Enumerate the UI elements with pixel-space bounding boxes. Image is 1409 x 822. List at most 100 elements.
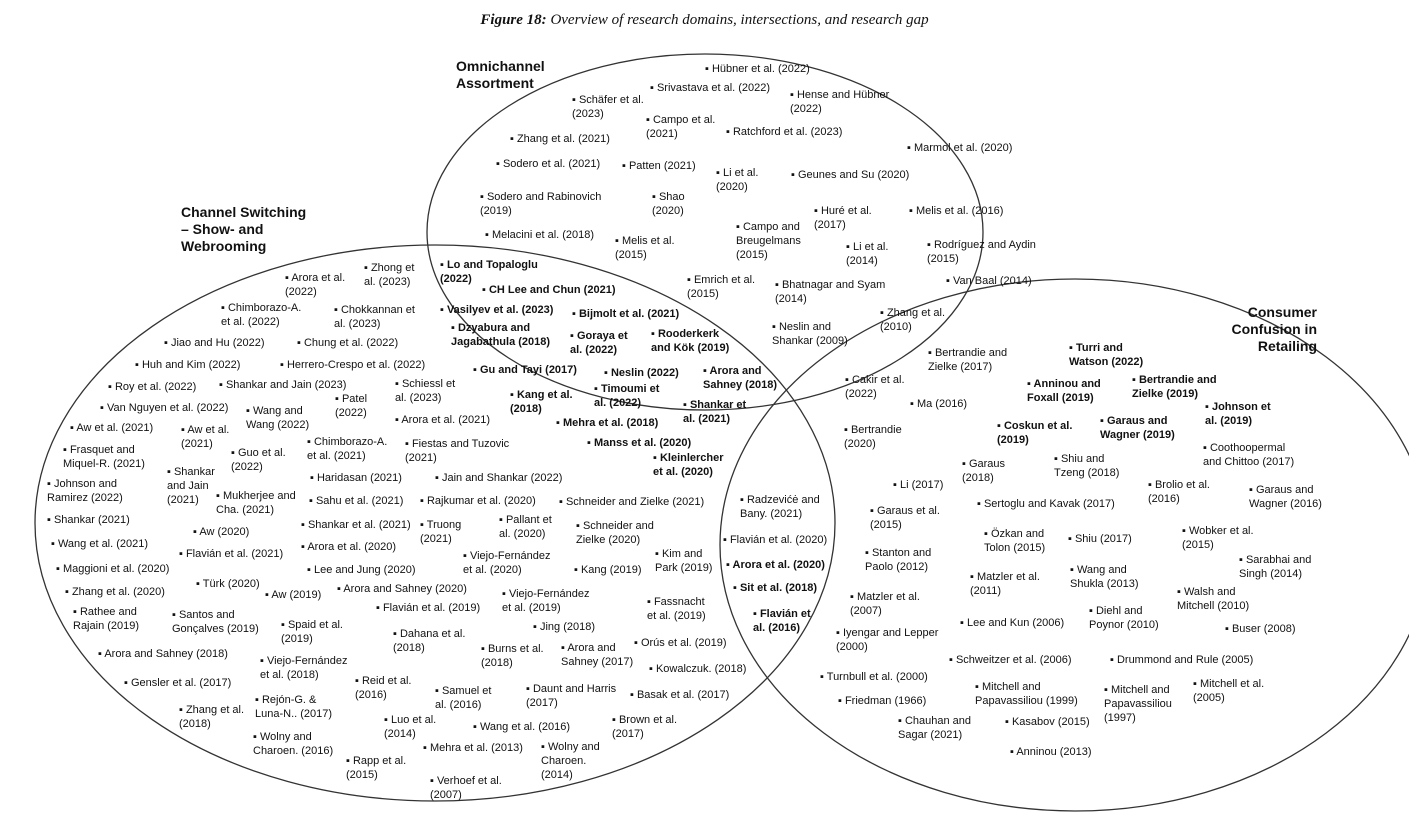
- reference-entry: ▪ Stanton and Paolo (2012): [865, 547, 932, 573]
- reference-entry: ▪ Johnson and Ramirez (2022): [47, 478, 123, 504]
- reference-entry: ▪ Sarabhai and Singh (2014): [1239, 554, 1312, 580]
- reference-entry: ▪ Lo and Topaloglu (2022): [440, 259, 538, 285]
- reference-entry: ▪ Iyengar and Lepper (2000): [836, 627, 939, 653]
- reference-entry: ▪ Shankar et al. (2021): [683, 399, 747, 425]
- reference-entry: ▪ Emrich et al. (2015): [687, 274, 756, 300]
- reference-entry: ▪ Garaus and Wagner (2016): [1249, 484, 1322, 510]
- reference-entry: ▪ Schneider and Zielke (2020): [576, 520, 654, 546]
- reference-entry: ▪ Arora et al. (2020): [301, 541, 397, 553]
- reference-entry: ▪ Mitchell et al. (2005): [1193, 678, 1265, 704]
- reference-entry: ▪ Garaus (2018): [962, 458, 1006, 484]
- reference-entry: ▪ Shankar and Jain (2023): [219, 379, 347, 391]
- reference-entry: ▪ Vasilyev et al. (2023): [440, 304, 554, 316]
- reference-entry: ▪ Kleinlercher et al. (2020): [653, 452, 724, 478]
- reference-entry: ▪ Bertrandie (2020): [844, 424, 902, 450]
- reference-entry: ▪ CH Lee and Chun (2021): [482, 284, 616, 296]
- reference-entry: ▪ Zhang et al. (2021): [510, 133, 610, 145]
- reference-entry: ▪ Verhoef et al. (2007): [430, 775, 502, 801]
- reference-entry: ▪ Gensler et al. (2017): [124, 677, 232, 689]
- reference-entry: ▪ Sodero and Rabinovich (2019): [480, 191, 602, 217]
- reference-entry: ▪ Samuel et al. (2016): [435, 685, 492, 711]
- reference-entry: ▪ Luo et al. (2014): [384, 714, 437, 740]
- reference-entry: ▪ Turri and Watson (2022): [1069, 342, 1144, 368]
- reference-entry: ▪ Patel (2022): [335, 393, 368, 419]
- reference-entry: ▪ Dahana et al. (2018): [393, 628, 466, 654]
- reference-entry: ▪ Roy et al. (2022): [108, 381, 197, 393]
- reference-entry: ▪ Zhang et al. (2018): [179, 704, 245, 730]
- region-label-channel-switching: Channel Switching – Show- and Webrooming: [181, 204, 307, 254]
- reference-entry: ▪ Arora et al. (2022): [285, 272, 346, 298]
- reference-entry: ▪ Kang et al. (2018): [510, 389, 573, 415]
- reference-entry: ▪ Marmol et al. (2020): [907, 142, 1013, 154]
- reference-entry: ▪ Haridasan (2021): [310, 472, 402, 484]
- region-label-consumer-confusion: Consumer Confusion in Retailing: [1231, 304, 1317, 354]
- reference-entry: ▪ Türk (2020): [196, 578, 260, 590]
- reference-entry: ▪ Huh and Kim (2022): [135, 359, 241, 371]
- reference-entry: ▪ Kang (2019): [574, 564, 642, 576]
- reference-entry: ▪ Matzler et al. (2007): [850, 591, 920, 617]
- reference-entry: ▪ Arora et al. (2021): [395, 414, 491, 426]
- reference-entry: ▪ Wobker et al. (2015): [1182, 525, 1254, 551]
- reference-entry: ▪ Bhatnagar and Syam (2014): [775, 279, 886, 305]
- reference-entry: ▪ Rapp et al. (2015): [346, 755, 407, 781]
- reference-entry: ▪ Sertoglu and Kavak (2017): [977, 498, 1115, 510]
- reference-entry: ▪ Shiu (2017): [1068, 533, 1132, 545]
- reference-entry: ▪ Chung et al. (2022): [297, 337, 399, 349]
- reference-entry: ▪ Herrero-Crespo et al. (2022): [280, 359, 426, 371]
- reference-entry: ▪ Ma (2016): [910, 398, 968, 410]
- reference-entry: ▪ Cakir et al. (2022): [845, 374, 905, 400]
- reference-entry: ▪ Rathee and Rajain (2019): [73, 606, 140, 632]
- reference-entry: ▪ Dzyabura and Jagabathula (2018): [451, 322, 551, 348]
- reference-entry: ▪ Özkan and Tolon (2015): [984, 528, 1046, 554]
- reference-entry: ▪ Geunes and Su (2020): [791, 169, 910, 181]
- reference-entry: ▪ Patten (2021): [622, 160, 696, 172]
- reference-entry: ▪ Flavián et al. (2020): [723, 534, 828, 546]
- reference-entry: ▪ Bijmolt et al. (2021): [572, 308, 680, 320]
- reference-entry: ▪ Hübner et al. (2022): [705, 63, 810, 75]
- reference-entry: ▪ Chimborazo-A. et al. (2022): [221, 302, 302, 328]
- reference-entry: ▪ Anninou (2013): [1010, 746, 1092, 758]
- reference-entry: ▪ Fassnacht et al. (2019): [647, 596, 706, 622]
- reference-entry: ▪ Li et al. (2014): [846, 241, 889, 267]
- reference-entry: ▪ Bertrandie and Zielke (2017): [928, 347, 1008, 373]
- reference-entry: ▪ Sit et al. (2018): [733, 582, 817, 594]
- reference-entry: ▪ Orús et al. (2019): [634, 637, 727, 649]
- reference-entry: ▪ Lee and Kun (2006): [960, 617, 1065, 629]
- reference-entry: ▪ Coothoopermal and Chittoo (2017): [1203, 442, 1295, 468]
- reference-entry: ▪ Reid et al. (2016): [355, 675, 412, 701]
- reference-entry: ▪ Aw (2019): [265, 589, 322, 601]
- reference-entry: ▪ Gu and Tayi (2017): [473, 364, 577, 376]
- reference-entry: ▪ Schäfer et al. (2023): [572, 94, 644, 120]
- reference-entry: ▪ Arora and Sahney (2020): [337, 583, 467, 595]
- reference-entry: ▪ Truong (2021): [420, 519, 462, 545]
- reference-entry: ▪ Kasabov (2015): [1005, 716, 1090, 728]
- reference-entry: ▪ Li et al. (2020): [716, 167, 759, 193]
- reference-entry: ▪ Schiessl et al. (2023): [395, 378, 456, 404]
- reference-entry: ▪ Jiao and Hu (2022): [164, 337, 265, 349]
- reference-entry: ▪ Neslin and Shankar (2009): [772, 321, 848, 347]
- reference-entry: ▪ Maggioni et al. (2020): [56, 563, 170, 575]
- figure-number: Figure 18:: [480, 12, 547, 28]
- reference-entry: ▪ Campo and Breugelmans (2015): [736, 221, 801, 261]
- reference-entry: ▪ Frasquet and Miquel-R. (2021): [63, 444, 145, 470]
- reference-entry: ▪ Wolny and Charoen. (2014): [541, 741, 600, 781]
- figure-title: Figure 18: Overview of research domains,…: [0, 12, 1409, 29]
- reference-entry: ▪ Goraya et al. (2022): [570, 330, 628, 356]
- reference-entry: ▪ Sahu et al. (2021): [309, 495, 404, 507]
- figure-caption: Overview of research domains, intersecti…: [546, 12, 929, 28]
- reference-entry: ▪ Ratchford et al. (2023): [726, 126, 843, 138]
- reference-entry: ▪ Radzevićė and Bany. (2021): [740, 494, 820, 520]
- reference-entry: ▪ Van Baal (2014): [946, 275, 1032, 287]
- channel-switching-ellipse: [34, 244, 836, 802]
- reference-entry: ▪ Turnbull et al. (2000): [820, 671, 928, 683]
- reference-entry: ▪ Schweitzer et al. (2006): [949, 654, 1072, 666]
- reference-entry: ▪ Bertrandie and Zielke (2019): [1132, 374, 1217, 400]
- reference-entry: ▪ Viejo-Fernández et al. (2018): [260, 655, 348, 681]
- reference-entry: ▪ Manss et al. (2020): [587, 437, 692, 449]
- reference-entry: ▪ Mehra et al. (2013): [423, 742, 523, 754]
- reference-entry: ▪ Shankar and Jain (2021): [167, 466, 215, 506]
- reference-entry: ▪ Aw et al. (2021): [70, 422, 154, 434]
- reference-entry: ▪ Wang and Wang (2022): [246, 405, 310, 431]
- reference-entry: ▪ Coskun et al. (2019): [997, 420, 1073, 446]
